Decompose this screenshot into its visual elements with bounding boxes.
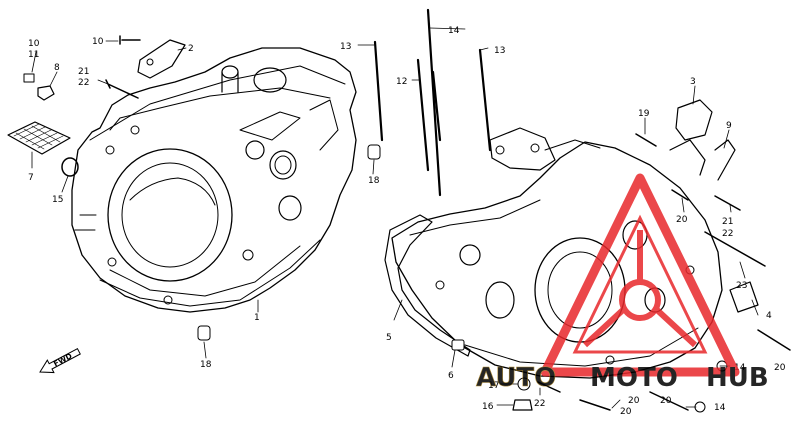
bracket-9 [669, 139, 736, 181]
watermark-text-hub: HUB [706, 363, 769, 393]
drain-bolt-16 [512, 399, 533, 411]
callout-8: 7 [28, 173, 34, 183]
callout-7: 8 [54, 63, 60, 73]
bolt-20-upper [671, 189, 689, 201]
callout-16: 16 [482, 402, 494, 412]
callout-17: 17 [488, 381, 499, 391]
bolt-23 [704, 231, 766, 267]
callout-22-left: 22 [78, 78, 89, 88]
callout-23: 23 [736, 281, 747, 291]
callout-2: 2 [188, 44, 194, 54]
callout-22-bottom: 22 [534, 399, 545, 409]
callout-6: 6 [448, 371, 454, 381]
callout-13-left: 13 [340, 42, 351, 52]
leader-lines [31, 27, 759, 409]
dowel-18-lower [197, 325, 211, 341]
watermark-text-moto: MOTO [590, 363, 678, 393]
callout-15: 15 [52, 195, 63, 205]
bolt-22-bottom [537, 381, 561, 393]
oil-strainer-screen [7, 121, 71, 155]
callout-4: 4 [766, 311, 772, 321]
callout-13-center: 14 [448, 26, 460, 36]
bolt-20-right [757, 329, 791, 351]
callout-11: 11 [28, 50, 39, 60]
callout-20-upper: 20 [676, 215, 688, 225]
callout-21-right: 21 [722, 217, 733, 227]
callout-20-right: 20 [774, 363, 786, 373]
nut-11 [23, 73, 35, 83]
left-crankcase [71, 47, 357, 313]
breather-cover [137, 39, 186, 79]
callout-19: 19 [638, 109, 650, 119]
nut-14-lower [694, 401, 706, 413]
o-ring-15 [61, 157, 79, 177]
callout-10-left: 10 [28, 39, 40, 49]
forward-direction-arrow: FWD [39, 348, 81, 374]
callout-1: 1 [254, 313, 260, 323]
clip-7 [37, 85, 55, 101]
callout-12-right: 13 [494, 46, 505, 56]
callout-14-upper: 14 [734, 363, 746, 373]
callout-18-lower: 18 [200, 360, 212, 370]
watermark-logo: AUTO MOTO HUB [476, 173, 769, 393]
bolt-21-right [714, 195, 741, 211]
stud-bolts [373, 8, 492, 197]
callout-21-left: 21 [78, 67, 89, 77]
cover-3 [675, 99, 713, 141]
callout-20-bottom-a: 20 [628, 396, 640, 406]
dowel-18-upper [367, 144, 381, 160]
dowel-6 [451, 339, 465, 351]
callout-20-bottom-c: 20 [660, 396, 672, 406]
callout-20-bottom-b: 20 [620, 407, 632, 417]
fwd-label: FWD [52, 351, 74, 368]
callout-14-lower: 14 [714, 403, 726, 413]
bolt-19 [635, 133, 657, 147]
bolt-10 [119, 35, 141, 45]
callout-22-right: 22 [722, 229, 733, 239]
watermark-text-auto: AUTO [476, 363, 556, 393]
callout-12-left: 12 [396, 77, 407, 87]
plate-4 [729, 281, 759, 313]
callout-9: 9 [726, 121, 732, 131]
bolt-21-left [105, 79, 139, 99]
callout-18-upper: 18 [368, 176, 380, 186]
callout-10-top: 10 [92, 37, 104, 47]
gasket [384, 214, 471, 357]
bolt-20-bottom-left [579, 399, 611, 411]
callouts: 10 2 10 11 8 21 22 7 15 1 18 18 13 12 14… [28, 26, 786, 417]
callout-3: 3 [690, 77, 696, 87]
bolt-20-bottom-right [649, 391, 689, 411]
callout-5: 5 [386, 333, 392, 343]
